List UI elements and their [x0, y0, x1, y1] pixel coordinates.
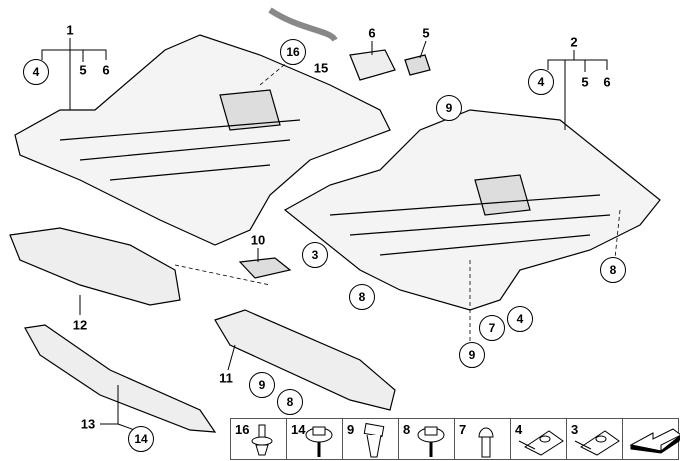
circled-callout: 9 [436, 95, 462, 121]
cap-5 [404, 54, 431, 76]
clip-nut-icon [574, 430, 620, 456]
legend-number: 4 [515, 422, 523, 437]
circled-callout: 4 [23, 59, 49, 85]
leader-lines [41, 38, 608, 433]
circled-callout: 9 [249, 372, 275, 398]
circled-callout: 4 [507, 306, 533, 332]
shield-recess [474, 174, 531, 216]
callout-label: 13 [80, 416, 96, 432]
circled-callout: 9 [459, 342, 485, 368]
callout-label: 11 [219, 370, 233, 386]
circled-callout: 3 [302, 242, 328, 268]
circled-callout: 16 [280, 39, 306, 65]
shield-recess [219, 89, 281, 131]
legend-number: 8 [403, 422, 411, 437]
circled-callout: 8 [277, 389, 303, 415]
callout-label: 1 [66, 22, 74, 38]
panel-13 [24, 324, 217, 433]
callout-label: 6 [603, 74, 611, 90]
callout-label: 6 [368, 25, 376, 41]
direction-arrow-icon [629, 428, 680, 454]
circled-callout: 7 [479, 315, 505, 341]
legend-cell: 16 [231, 419, 287, 459]
legend-cell [623, 419, 680, 459]
circled-callout: 14 [128, 426, 154, 452]
shield-rib [349, 214, 611, 236]
shield-rib [109, 164, 271, 181]
circled-callout: 8 [600, 257, 626, 283]
panel-12 [9, 227, 181, 306]
legend-number: 3 [571, 422, 579, 437]
expanding-nut-icon [363, 422, 385, 458]
shield-rib [329, 194, 601, 216]
bracket-10 [238, 257, 292, 279]
legend-cell: 14 [287, 419, 343, 459]
legend-cell: 4 [511, 419, 567, 459]
callout-label: 15 [313, 60, 329, 76]
push-rivet-icon [251, 424, 273, 456]
panel-11 [214, 309, 396, 411]
callout-label: 10 [250, 232, 266, 248]
hex-screw-icon [417, 426, 445, 457]
callout-label: 12 [72, 317, 88, 333]
shield-rib [379, 234, 591, 256]
bolt-icon [478, 427, 494, 458]
callout-label: 5 [79, 62, 87, 78]
callout-label: 2 [570, 34, 578, 50]
shield-rib [79, 139, 291, 161]
legend-number: 7 [459, 422, 467, 437]
callout-label: 5 [422, 25, 430, 41]
hex-screw-icon [305, 426, 333, 457]
legend-number: 14 [291, 422, 306, 437]
legend-number: 9 [347, 422, 355, 437]
strip-15 [268, 7, 338, 42]
underbody-shield-left [14, 34, 391, 246]
legend-cell: 8 [399, 419, 455, 459]
fastener-legend: 16 14 9 8 7 4 3 [230, 418, 680, 460]
bracket-6 [349, 49, 396, 81]
legend-cell: 9 [343, 419, 399, 459]
circled-callout: 8 [349, 284, 375, 310]
shield-rib [59, 119, 301, 141]
callout-label: 5 [581, 74, 589, 90]
legend-cell: 7 [455, 419, 511, 459]
clip-nut-icon [518, 430, 564, 456]
dashed-reference-lines [174, 59, 621, 345]
legend-cell: 3 [567, 419, 623, 459]
underbody-shield-right [283, 109, 661, 311]
legend-number: 16 [235, 422, 250, 437]
circled-callout: 4 [528, 69, 554, 95]
callout-label: 6 [102, 62, 110, 78]
